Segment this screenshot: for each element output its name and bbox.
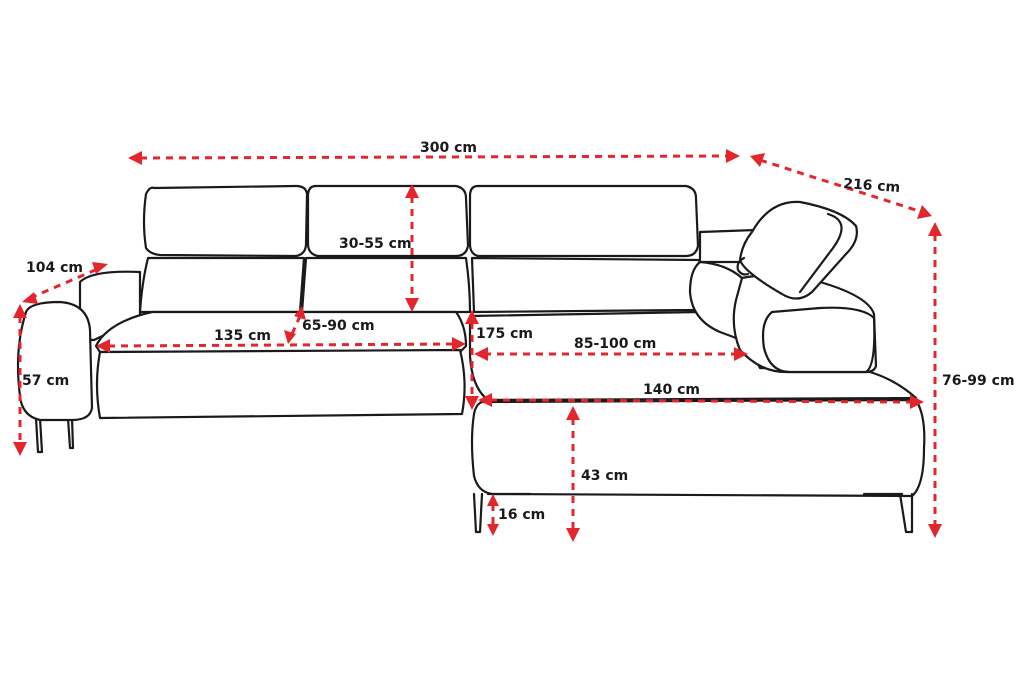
label-seat-height: 43 cm [581, 468, 628, 484]
label-leg-height: 16 cm [498, 507, 545, 523]
label-chaise-width: 140 cm [643, 382, 700, 398]
label-corner-width: 175 cm [476, 326, 533, 342]
headrest-fold [798, 212, 843, 294]
label-headrest-range: 30-55 cm [339, 236, 412, 252]
dim-line-seat-depth [290, 315, 302, 335]
chaise-cushion [470, 398, 926, 498]
dim-line-chaise-depth [759, 158, 923, 214]
arrow [928, 524, 942, 538]
arrow [405, 184, 419, 198]
arrow [96, 339, 110, 353]
dimension-lines [13, 149, 942, 542]
label-chaise-depth: 216 cm [843, 176, 901, 196]
front-leg-right [898, 492, 914, 534]
label-total-height: 76-99 cm [942, 373, 1015, 389]
back-cushion-3 [470, 256, 702, 314]
arrow [452, 337, 466, 351]
arrow [22, 292, 38, 304]
label-seat-depth-range: 65-90 cm [302, 318, 375, 334]
arrow [13, 442, 27, 456]
arrow [734, 347, 748, 361]
label-chaise-seat-depth: 85-100 cm [574, 336, 656, 352]
dim-line-chaise-width [489, 398, 913, 404]
arrow [487, 524, 499, 536]
arrow [465, 396, 479, 410]
arrow [405, 298, 419, 312]
arrow [284, 330, 296, 344]
dim-line-seat-width [107, 342, 457, 348]
arrow [474, 347, 488, 361]
label-total-width: 300 cm [420, 140, 477, 156]
left-seat-top [94, 310, 468, 354]
headrest-3 [468, 184, 700, 258]
dim-line-total-width [139, 154, 729, 160]
arrow [566, 406, 580, 420]
right-back-pillow [688, 260, 744, 340]
arrow [910, 395, 924, 409]
left-seat-front [95, 348, 466, 420]
back-cushion-2 [300, 256, 472, 314]
left-armrest [16, 300, 94, 422]
left-leg [34, 416, 44, 454]
left-leg-2 [66, 416, 75, 450]
arrow [726, 149, 740, 163]
arrow [294, 306, 306, 320]
headrest-1 [142, 184, 309, 258]
right-arm-cushion [761, 306, 876, 374]
label-sofa-depth: 104 cm [26, 260, 83, 276]
label-seat-width-left: 135 cm [214, 328, 271, 344]
arrow [917, 205, 932, 219]
arrow [750, 153, 765, 167]
label-arm-height: 57 cm [22, 373, 69, 389]
back-cushion-1 [138, 256, 306, 314]
headrest-connector [736, 256, 750, 276]
arrow [478, 393, 492, 407]
dimension-labels: 300 cm 216 cm 104 cm 30-55 cm 135 cm 65-… [22, 140, 1015, 523]
arrow [128, 151, 142, 165]
arrow [92, 262, 108, 274]
arrow [928, 222, 942, 236]
arrow [487, 494, 499, 506]
headrest-2 [306, 184, 470, 258]
arrow [566, 528, 580, 542]
arrow [13, 304, 27, 318]
arrow [465, 310, 479, 324]
front-leg-left [472, 492, 484, 534]
sofa-outline [16, 184, 926, 534]
